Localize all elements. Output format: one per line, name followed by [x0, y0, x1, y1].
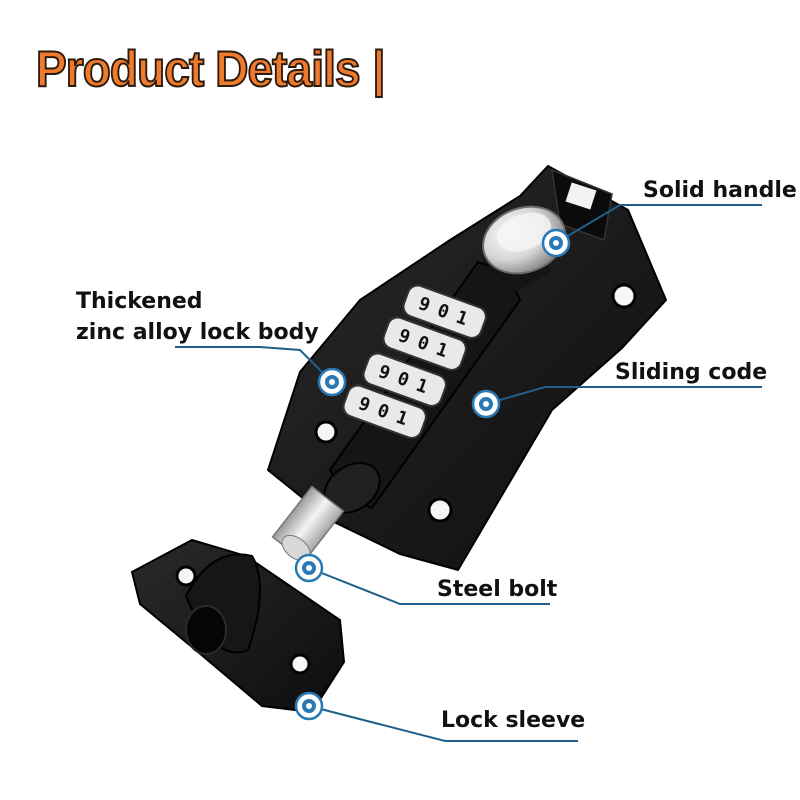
callout-label-lock-sleeve: Lock sleeve — [441, 708, 586, 733]
callout-label-lock-body: Thickened zinc alloy lock body — [76, 286, 319, 348]
leader-lines — [175, 204, 762, 742]
leader-line-sliding-code — [485, 386, 762, 405]
callout-label-sliding-code: Sliding code — [615, 360, 768, 385]
callout-label-steel-bolt: Steel bolt — [437, 577, 558, 602]
callout-label-solid-handle: Solid handle — [643, 178, 797, 203]
title-text: Product Details — [35, 41, 361, 97]
marker-lock-sleeve — [294, 691, 324, 721]
marker-lock-body — [317, 367, 347, 397]
callout-markers — [294, 228, 571, 721]
leader-line-steel-bolt — [308, 567, 550, 605]
marker-solid-handle — [541, 228, 571, 258]
callout-label-line: zinc alloy lock body — [76, 320, 319, 345]
solid-handle-knob — [480, 205, 566, 298]
lock-sleeve — [130, 538, 346, 714]
combination-dials: 9 0 1 9 0 1 9 0 1 9 0 1 — [342, 284, 487, 439]
title-separator: | — [372, 41, 387, 97]
leader-line-lock-body — [175, 346, 333, 383]
marker-steel-bolt — [294, 553, 324, 583]
marker-sliding-code — [471, 389, 501, 419]
leader-line-solid-handle — [555, 204, 762, 244]
page-title: Product Details| — [35, 41, 387, 97]
leader-line-lock-sleeve — [308, 705, 578, 742]
callout-label-line: Thickened — [76, 289, 203, 314]
